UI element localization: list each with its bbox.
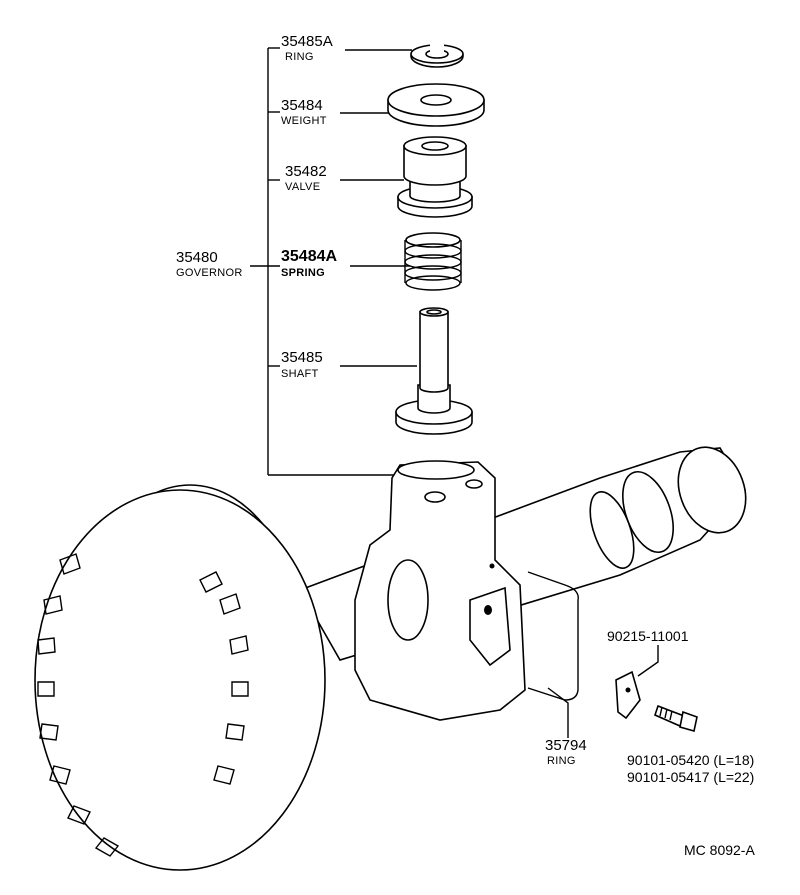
part-name-ring-35794: RING xyxy=(547,755,576,767)
part-name-weight: WEIGHT xyxy=(281,115,327,127)
part-number-35480: 35480 xyxy=(176,249,218,266)
bolt-part xyxy=(654,704,698,733)
drum-part xyxy=(34,484,326,871)
ring-35485a-part xyxy=(410,44,464,68)
part-name-shaft: SHAFT xyxy=(281,368,319,380)
part-number-35482: 35482 xyxy=(285,163,327,180)
part-name-governor: GOVERNOR xyxy=(176,267,243,279)
assembly-bracket xyxy=(250,47,395,476)
part-number-90101-05420: 90101-05420 (L=18) xyxy=(627,752,755,768)
spring-35484a-part xyxy=(404,232,462,291)
part-number-35484a: 35484A xyxy=(281,248,338,265)
part-number-35485a: 35485A xyxy=(281,33,333,50)
governor-body-part xyxy=(354,460,526,721)
lock-plate-part xyxy=(615,670,641,720)
part-name-spring: SPRING xyxy=(281,267,325,279)
part-name-valve: VALVE xyxy=(285,181,321,193)
shaft-35485-part xyxy=(395,307,473,435)
leader-lines xyxy=(340,49,659,738)
part-number-90215-11001: 90215-11001 xyxy=(607,628,689,644)
weight-35484-part xyxy=(387,83,485,127)
figure-code: MC 8092-A xyxy=(684,842,755,858)
part-number-35794: 35794 xyxy=(545,737,587,754)
valve-35482-part xyxy=(397,136,473,218)
part-number-35484: 35484 xyxy=(281,97,323,114)
part-name-ring: RING xyxy=(285,51,314,63)
part-number-90101-05417: 90101-05417 (L=22) xyxy=(627,769,755,785)
ring-35794-part xyxy=(527,571,579,701)
part-number-35485: 35485 xyxy=(281,349,323,366)
